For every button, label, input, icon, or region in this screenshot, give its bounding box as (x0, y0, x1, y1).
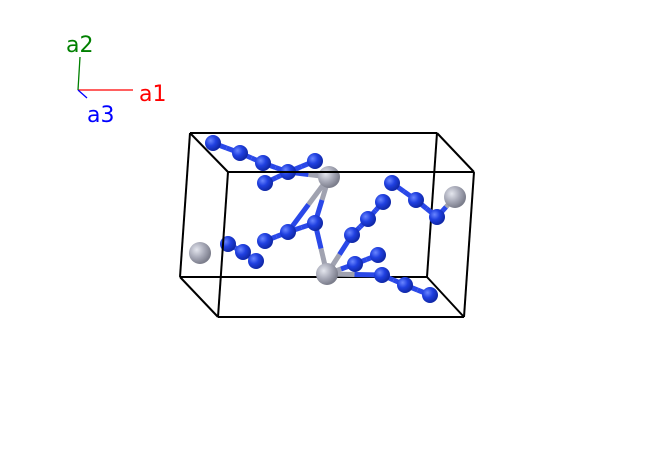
nitrogen-atom (344, 227, 360, 243)
nitrogen-atom (307, 215, 323, 231)
a2-axis-label: a2 (66, 33, 93, 58)
nitrogen-atom (255, 155, 271, 171)
atoms (189, 135, 466, 303)
nitrogen-atom (375, 194, 391, 210)
nitrogen-atom (232, 145, 248, 161)
a1-axis-label: a1 (139, 82, 166, 107)
nitrogen-atom (248, 253, 264, 269)
nitrogen-atom (347, 256, 363, 272)
axis-triad: a2 a1 a3 (66, 33, 166, 128)
nitrogen-atom (205, 135, 221, 151)
nitrogen-atom (429, 209, 445, 225)
cell-edge (179, 132, 191, 278)
cell-edge (189, 132, 229, 173)
cell-edge (426, 132, 438, 278)
nitrogen-atom (408, 192, 424, 208)
nitrogen-atom (384, 175, 400, 191)
cell-edge (179, 276, 219, 318)
metal-atom (189, 242, 211, 264)
nitrogen-atom (280, 224, 296, 240)
metal-atom (318, 166, 340, 188)
metal-atom (444, 186, 466, 208)
unit-cell-front-edges (217, 171, 475, 318)
metal-atom (316, 263, 338, 285)
nitrogen-atom (360, 211, 376, 227)
nitrogen-atom (257, 233, 273, 249)
cell-edge (426, 276, 465, 318)
nitrogen-atom (422, 287, 438, 303)
nitrogen-atom (370, 247, 386, 263)
nitrogen-atom (235, 244, 251, 260)
nitrogen-atom (307, 153, 323, 169)
a2-axis-line (77, 56, 81, 91)
cell-edge (217, 171, 229, 318)
cell-edge (463, 171, 475, 318)
nitrogen-atom (374, 267, 390, 283)
a3-axis-label: a3 (87, 103, 114, 128)
nitrogen-atom (257, 175, 273, 191)
a3-axis-line (77, 89, 88, 99)
nitrogen-atom (397, 277, 413, 293)
cell-edge (436, 132, 475, 173)
